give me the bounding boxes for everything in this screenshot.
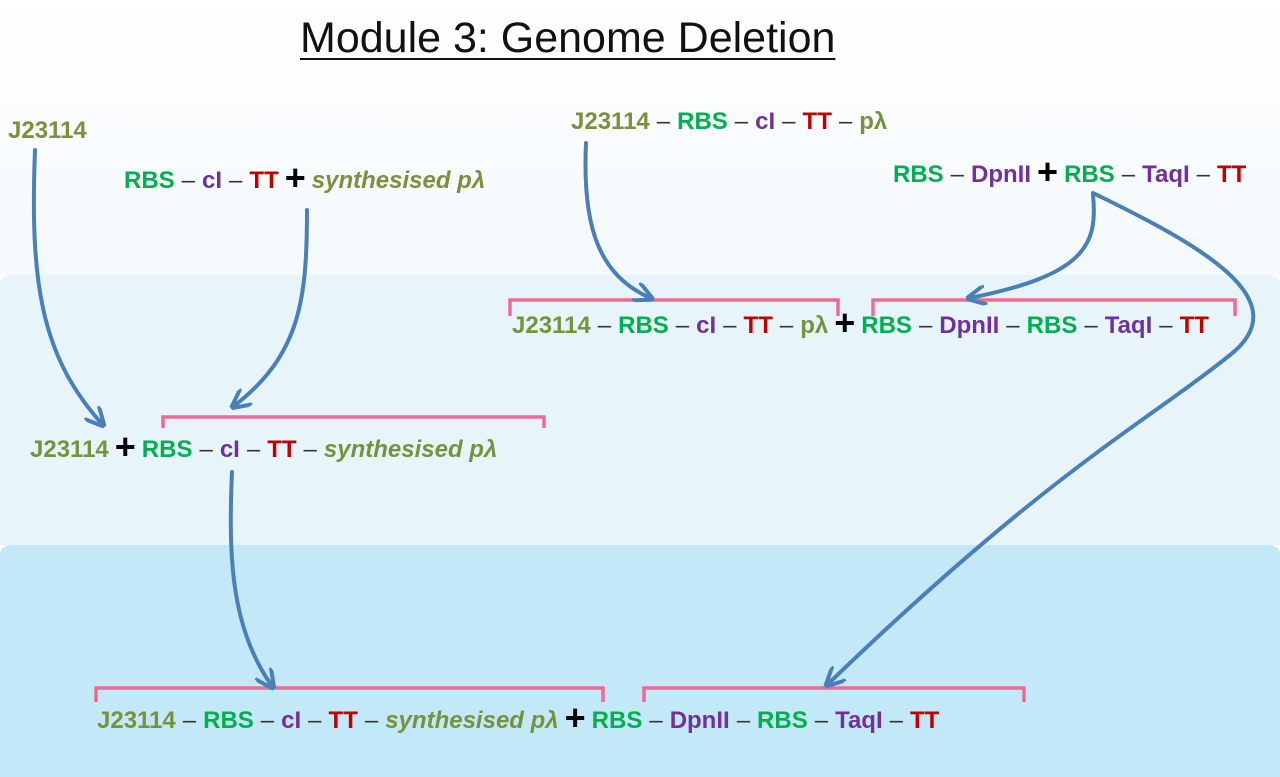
background-bottom-band xyxy=(0,545,1280,777)
page-title: Module 3: Genome Deletion xyxy=(300,14,836,62)
construct-rbs-ci-tt-synth: RBS–cI–TT+synthesised pλ xyxy=(124,157,486,198)
construct-final: J23114–RBS–cI–TT–synthesised pλ+RBS–DpnI… xyxy=(97,697,940,738)
part-j23114-left: J23114 xyxy=(8,117,87,144)
construct-rbs-dpnii-plus-rbs-taqi-tt: RBS–DpnII+RBS–TaqI–TT xyxy=(893,151,1247,192)
construct-j23114-plus-rbs-ci-tt-synth: J23114+RBS–cI–TT–synthesised pλ xyxy=(30,426,498,467)
construct-j23114-rbs-ci-tt-plambda: J23114–RBS–cI–TT–pλ xyxy=(571,108,888,135)
construct-right-stage-2: J23114–RBS–cI–TT–pλ+RBS–DpnII–RBS–TaqI–T… xyxy=(512,302,1209,343)
